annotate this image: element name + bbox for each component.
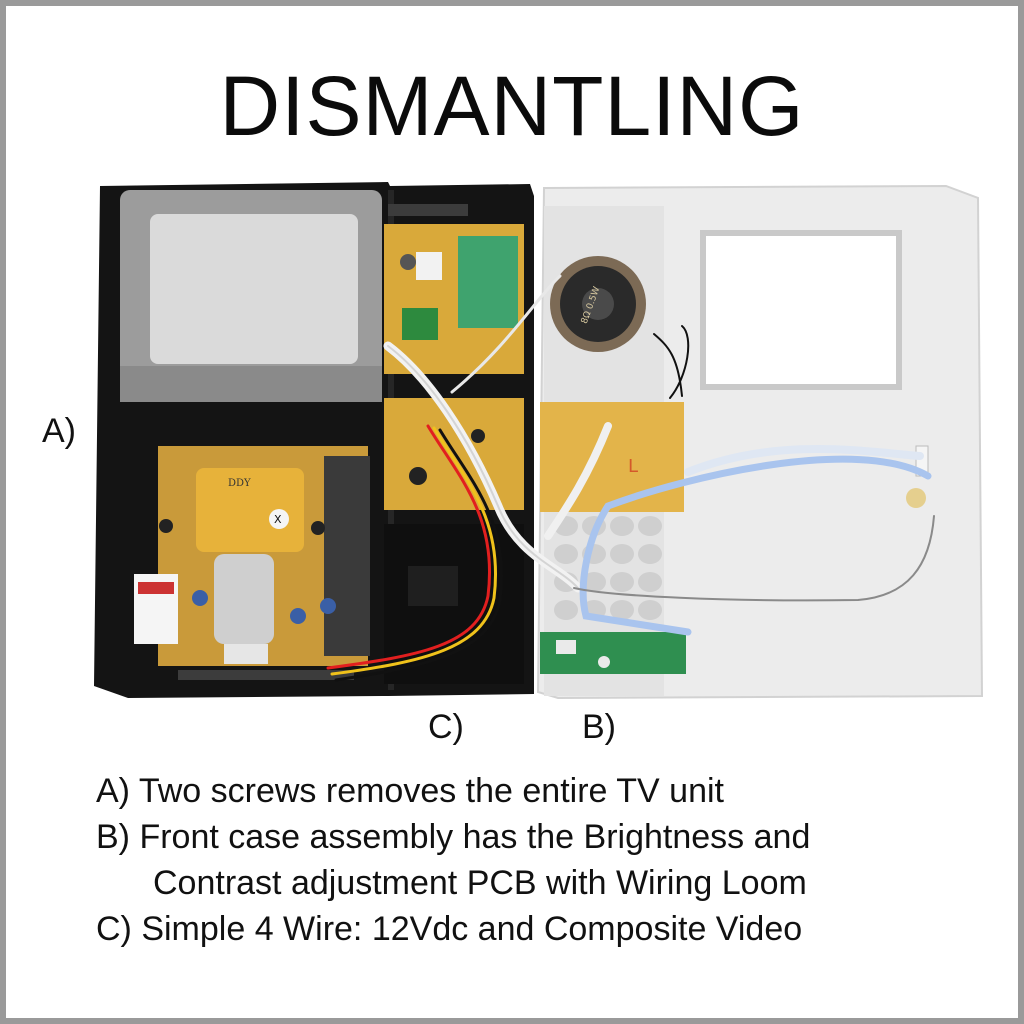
- page-title: DISMANTLING: [219, 59, 805, 153]
- note-a: A) Two screws removes the entire TV unit: [96, 772, 724, 810]
- callout-a: A): [42, 412, 76, 450]
- note-b-line2: Contrast adjustment PCB with Wiring Loom: [153, 864, 807, 902]
- note-b-line1: B) Front case assembly has the Brightnes…: [96, 818, 811, 856]
- callout-c: C): [428, 708, 464, 746]
- disassembled-tv-photo: DDY X 8Ω 0.5W L: [94, 182, 984, 700]
- crt-neck: [214, 554, 274, 644]
- crt-screen: [150, 214, 358, 364]
- note-c: C) Simple 4 Wire: 12Vdc and Composite Vi…: [96, 910, 803, 948]
- brightness-contrast-pcb: [540, 402, 684, 512]
- callout-b: B): [582, 708, 616, 746]
- deflection-yoke: [196, 468, 304, 552]
- svg-text:X: X: [274, 513, 282, 526]
- board-letter: L: [628, 456, 638, 477]
- notes-list: A) Two screws removes the entire TV unit…: [96, 768, 996, 952]
- yoke-label: DDY: [228, 478, 251, 489]
